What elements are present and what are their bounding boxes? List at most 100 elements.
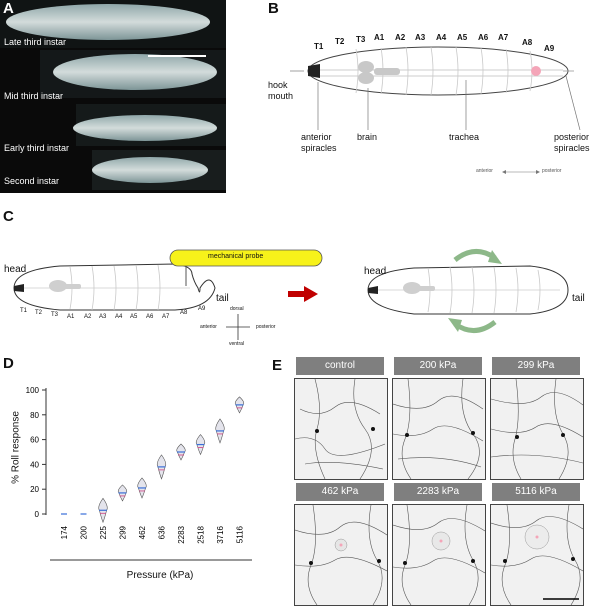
x-tick-label: 2518	[197, 525, 206, 543]
micrograph-200kpa	[392, 378, 486, 480]
compass-ventral: ventral	[229, 341, 245, 347]
left-head-label: head	[4, 264, 27, 275]
left-tail-label: tail	[216, 293, 229, 304]
green-arrow-bottom	[453, 319, 497, 333]
left-segment-lines	[69, 264, 161, 311]
label-posterior-spiracles-2: spiracles	[554, 143, 590, 153]
red-arrow-head	[304, 286, 318, 302]
segment-label-a2: A2	[395, 33, 406, 42]
segment-label-a4: A4	[436, 33, 447, 42]
y-ticks: 0 20 40 60 80 100	[26, 386, 46, 519]
segment-label-a9: A9	[544, 44, 555, 53]
c-seg-a5: A5	[130, 314, 138, 320]
stage-label-early: Early third instar	[4, 143, 70, 153]
y-tick-label: 60	[30, 436, 39, 445]
axis-label-posterior: posterior	[542, 168, 562, 174]
compass-dorsal: dorsal	[230, 306, 244, 312]
condition-label-5116: 5116 kPa	[492, 483, 580, 501]
violins	[61, 396, 245, 524]
compass-anterior: anterior	[200, 324, 217, 330]
y-tick-label: 0	[35, 510, 40, 519]
larva-second-instar	[92, 157, 208, 183]
y-tick-label: 80	[30, 411, 39, 420]
segment-label-a3: A3	[415, 33, 426, 42]
larva-photo-panel: Late third instar Mid third instar Early…	[0, 0, 226, 193]
brain-lobe-lower	[358, 72, 374, 84]
x-tick-label: 2283	[177, 525, 186, 543]
label-anterior-spiracles-1: anterior	[301, 132, 332, 142]
posterior-spiracle-leader	[565, 75, 581, 131]
panel-letter-e: E	[272, 357, 283, 374]
compass-posterior: posterior	[256, 324, 276, 330]
right-larva-outline	[367, 265, 569, 315]
micrograph-2283kpa	[392, 504, 486, 606]
x-tick-label: 225	[99, 525, 108, 539]
x-tick-label: 636	[158, 525, 167, 539]
label-trachea: trachea	[449, 132, 480, 142]
condition-label-200: 200 kPa	[394, 357, 482, 375]
condition-label-462: 462 kPa	[296, 483, 384, 501]
y-tick-label: 40	[30, 460, 39, 469]
label-hook: hook	[268, 80, 288, 90]
c-seg-a3: A3	[99, 314, 107, 320]
larva-anatomy-diagram	[290, 46, 581, 174]
segment-label-t1: T1	[314, 42, 324, 51]
ventral-nerve-cord	[374, 68, 400, 75]
right-head-label: head	[364, 266, 387, 277]
x-tick-label: 462	[138, 525, 147, 539]
segment-label-a5: A5	[457, 33, 468, 42]
x-tick-label: 299	[119, 525, 128, 539]
x-tick-label: 200	[80, 525, 89, 539]
condition-label-299: 299 kPa	[492, 357, 580, 375]
pink-spot	[531, 66, 541, 76]
label-mouth: mouth	[268, 91, 294, 101]
c-seg-a7: A7	[162, 314, 170, 320]
y-tick-label: 20	[30, 485, 39, 494]
y-axis-label: % Roll response	[10, 411, 22, 484]
mechanical-probe-diagram	[13, 249, 569, 340]
c-seg-a4: A4	[115, 314, 123, 320]
segment-label-a6: A6	[478, 33, 489, 42]
segment-label-a8: A8	[522, 38, 533, 47]
panel-letter-b: B	[268, 0, 279, 17]
larva-mid-third	[53, 54, 217, 90]
c-seg-t1: T1	[20, 308, 28, 314]
c-seg-t2: T2	[35, 310, 43, 316]
right-tail-label: tail	[572, 293, 585, 304]
panel-letter-a: A	[3, 0, 14, 17]
green-arrow-top	[453, 249, 497, 263]
micrograph-control	[294, 378, 388, 480]
micrograph-299kpa	[490, 378, 584, 480]
probe-label: mechanical probe	[208, 253, 264, 260]
x-tick-label: 3716	[216, 525, 225, 543]
segment-label-t3: T3	[356, 35, 366, 44]
stage-label-second: Second instar	[4, 176, 60, 186]
c-seg-a6: A6	[146, 314, 154, 320]
c-seg-a8: A8	[180, 310, 188, 316]
panel-letter-d: D	[3, 355, 14, 372]
c-seg-a9: A9	[198, 306, 206, 312]
c-seg-a2: A2	[84, 314, 92, 320]
label-anterior-spiracles-2: spiracles	[301, 143, 337, 153]
c-seg-t3: T3	[51, 312, 59, 318]
larva-late-third	[6, 4, 210, 40]
segment-label-a7: A7	[498, 33, 509, 42]
axis-label-anterior: anterior	[476, 168, 493, 174]
y-tick-label: 100	[26, 386, 40, 395]
panel-letter-c: C	[3, 208, 14, 225]
body-outline	[307, 46, 569, 96]
mechanical-probe	[169, 249, 323, 267]
micrograph-5116kpa	[490, 504, 584, 606]
condition-label-2283: 2283 kPa	[394, 483, 482, 501]
stage-label-mid: Mid third instar	[4, 91, 64, 101]
brain-lobe-upper	[358, 61, 374, 73]
red-arrow-shaft	[288, 291, 304, 297]
x-axis-label: Pressure (kPa)	[126, 570, 194, 581]
larva-photo-art	[0, 0, 226, 190]
label-posterior-spiracles-1: posterior	[554, 132, 590, 142]
x-tick-label: 5116	[236, 525, 245, 543]
condition-label-control: control	[296, 357, 384, 375]
c-seg-a1: A1	[67, 314, 75, 320]
